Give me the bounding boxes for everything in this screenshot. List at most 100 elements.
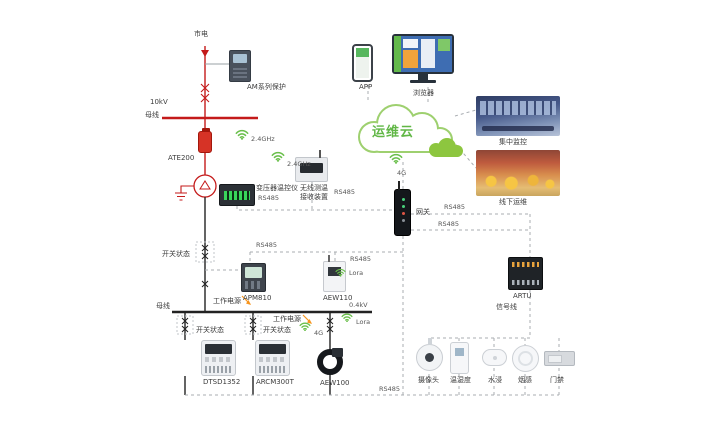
- device-keys: [245, 281, 262, 289]
- screens-wall: [480, 101, 556, 115]
- monitor-screen: [394, 36, 452, 72]
- label-lora-2: Lora: [356, 318, 371, 326]
- device-keys: [205, 357, 232, 362]
- label-signal-line: 信号线: [496, 303, 517, 311]
- apm810-meter-device: [241, 263, 266, 292]
- wireless-temp-receiver-device: [295, 150, 328, 182]
- wifi-icon-aew100-lora: [341, 313, 353, 322]
- terminal-strip: [259, 366, 286, 373]
- antenna: [319, 150, 321, 158]
- camera-mount: [428, 338, 432, 345]
- label-aew110: AEW110: [323, 294, 353, 302]
- label-rs485-5: RS485: [444, 203, 466, 211]
- device-screen: [233, 54, 247, 63]
- label-lv-voltage: 0.4kV: [349, 301, 368, 309]
- label-temp-humidity: 温湿度: [450, 376, 471, 384]
- label-artu: ARTU: [513, 292, 532, 300]
- device-screen: [224, 190, 250, 200]
- label-wireless-receiver-2: 接收装置: [300, 193, 328, 201]
- aew100-ct-device: [317, 348, 343, 375]
- label-4g-2: 4G: [314, 329, 324, 337]
- smartphone-app-device: [352, 44, 373, 82]
- label-switch-status-2: 开关状态: [196, 326, 224, 334]
- monitor-stand: [418, 74, 428, 80]
- device-screen: [328, 267, 341, 276]
- terminal-strip: [205, 366, 232, 373]
- label-wireless-receiver-1: 无线测温: [300, 184, 328, 192]
- label-browser: 浏览器: [413, 89, 434, 97]
- arcm300t-meter-device: [255, 340, 290, 376]
- vehicles: [476, 150, 560, 196]
- label-smoke: 烟感: [518, 376, 532, 384]
- cloud-label: 运维云: [372, 125, 415, 140]
- device-screen: [455, 348, 464, 356]
- protection-relay-device: [229, 50, 251, 82]
- gateway-device: [394, 181, 411, 236]
- label-rs485-7: RS485: [379, 385, 401, 393]
- wifi-icon-aew110-lora: [335, 268, 346, 277]
- temp-humidity-sensor-device: [450, 342, 469, 374]
- label-app: APP: [359, 83, 373, 91]
- sensor-cap: [202, 128, 210, 132]
- smoke-detector-device: [512, 345, 539, 372]
- device-screen: [205, 344, 232, 354]
- label-relay: AM系列保护: [247, 83, 286, 91]
- label-4g-1: 4G: [397, 169, 407, 177]
- device-keys: [233, 66, 247, 78]
- label-rs485-4: RS485: [350, 255, 372, 263]
- water-leak-sensor-device: [482, 349, 507, 366]
- artu-device: [508, 257, 543, 290]
- antenna: [328, 255, 330, 262]
- door-access-device: [544, 351, 575, 366]
- label-gateway: 网关: [416, 208, 430, 216]
- terminal-strip: [512, 280, 539, 285]
- device-screen: [300, 163, 323, 173]
- label-offline-ops: 线下运维: [499, 198, 527, 206]
- wifi-icon-receiver: [271, 151, 285, 162]
- detector-ring: [518, 351, 533, 366]
- label-ate200: ATE200: [168, 154, 195, 162]
- label-2-4ghz-1: 2.4GHz: [251, 135, 275, 143]
- label-hv-voltage: 10kV: [150, 98, 168, 106]
- label-busbar-bottom: 母线: [156, 302, 170, 310]
- wifi-icon-gateway-4g: [389, 153, 403, 164]
- browser-monitor-device: [392, 34, 454, 83]
- label-door: 门禁: [550, 376, 564, 384]
- label-switch-status-1: 开关状态: [162, 250, 190, 258]
- device-keys: [259, 357, 286, 362]
- camera-device: [416, 338, 443, 371]
- central-monitoring-photo: [476, 96, 560, 136]
- cloud-graphic: [358, 104, 463, 157]
- label-rs485-3: RS485: [256, 241, 278, 249]
- label-apm810: APM810: [243, 294, 272, 302]
- label-2-4ghz-2: 2.4GHz: [287, 160, 311, 168]
- label-busbar-top: 母线: [145, 111, 159, 119]
- desk-silhouette: [482, 126, 554, 131]
- cloud-shape: [348, 99, 464, 159]
- terminal-strip: [512, 262, 539, 267]
- label-working-power-1: 工作电源: [213, 297, 241, 305]
- transmitter-box: [332, 348, 343, 357]
- monitor-frame: [392, 34, 454, 74]
- sensor-dot: [493, 356, 497, 360]
- label-water: 水浸: [488, 376, 502, 384]
- ate200-busbar-temp-sensor: [198, 128, 212, 153]
- label-lora-1: Lora: [349, 269, 364, 277]
- label-rs485-1: RS485: [258, 194, 280, 202]
- wifi-icon-busbar-sensor: [235, 129, 249, 140]
- label-dtsd1352: DTSD1352: [203, 378, 241, 386]
- label-switch-status-3: 开关状态: [263, 326, 291, 334]
- transformer-temp-controller-device: [219, 184, 255, 206]
- device-screen: [259, 344, 286, 354]
- label-rs485-6: RS485: [438, 220, 460, 228]
- lock-part: [548, 355, 562, 363]
- status-leds: [402, 198, 405, 201]
- label-aew100: AEW100: [320, 379, 350, 387]
- phone-screen: [356, 48, 369, 78]
- offline-ops-photo: [476, 150, 560, 196]
- label-mains: 市电: [194, 30, 208, 38]
- label-rs485-2: RS485: [334, 188, 356, 196]
- label-camera: 摄像头: [418, 376, 439, 384]
